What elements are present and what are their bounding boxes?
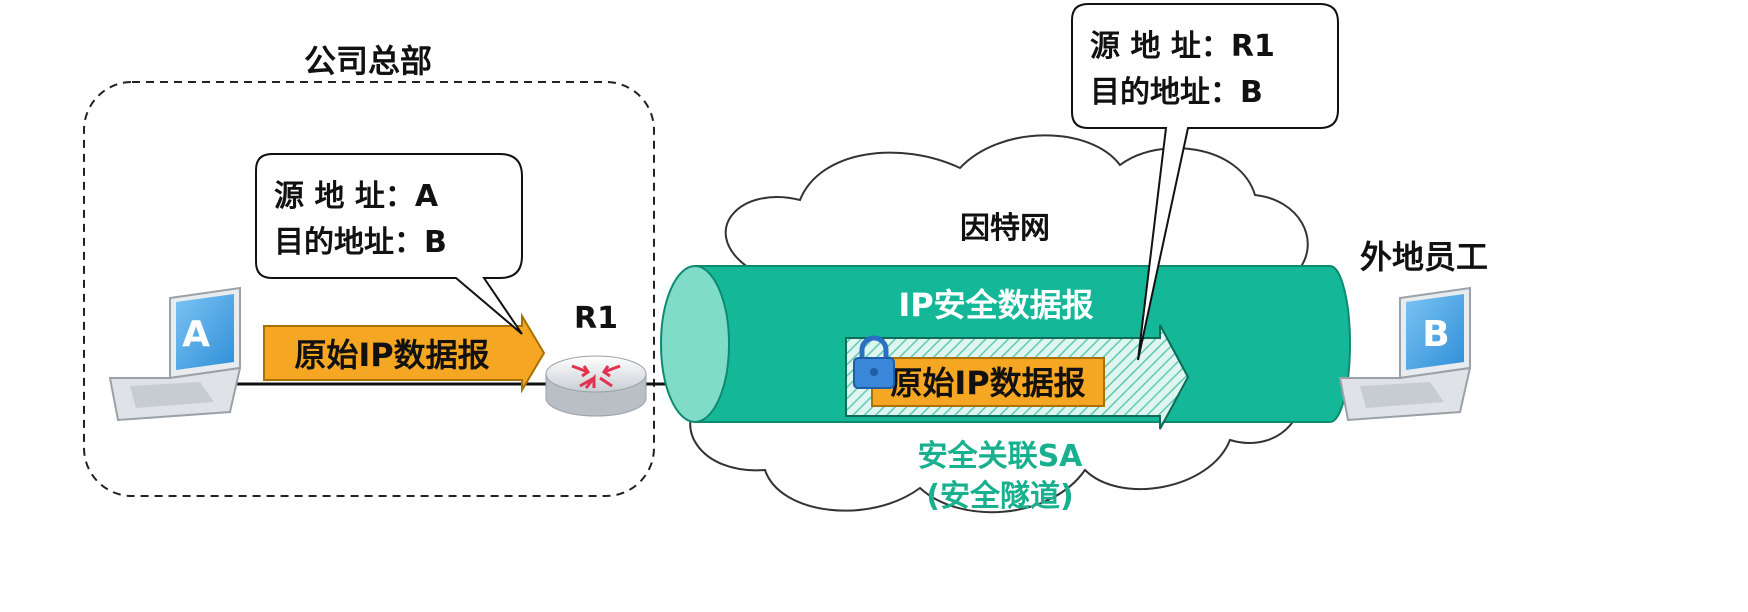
internet-label: 因特网	[960, 211, 1050, 246]
sa-caption-line2: (安全隧道)	[926, 479, 1073, 514]
callout-left-src: 源 地 址：A	[274, 179, 439, 214]
router-icon	[545, 355, 647, 417]
callout-left-dst: 目的地址：B	[274, 225, 447, 260]
hq-title: 公司总部	[304, 42, 432, 80]
laptop-a-icon	[108, 286, 242, 422]
laptop-b-label: B	[1422, 314, 1449, 355]
remote-employee-label: 外地员工	[1360, 238, 1488, 276]
original-packet-arrow	[263, 312, 546, 394]
callout-right-dst: 目的地址：B	[1090, 75, 1263, 110]
tunnel-label: IP安全数据报	[898, 286, 1093, 324]
router-label: R1	[574, 301, 618, 336]
inner-packet-label: 原始IP数据报	[890, 364, 1085, 402]
sa-caption-line1: 安全关联SA	[918, 439, 1084, 474]
callout-right	[1071, 3, 1339, 361]
hq-region	[83, 81, 655, 497]
callout-right-src: 源 地 址：R1	[1090, 29, 1275, 64]
lock-icon	[853, 335, 895, 389]
callout-left	[255, 153, 523, 335]
inner-packet-box	[871, 357, 1105, 407]
original-packet-label: 原始IP数据报	[294, 336, 489, 374]
laptop-a-label: A	[182, 314, 210, 355]
laptop-b-icon	[1338, 286, 1472, 422]
